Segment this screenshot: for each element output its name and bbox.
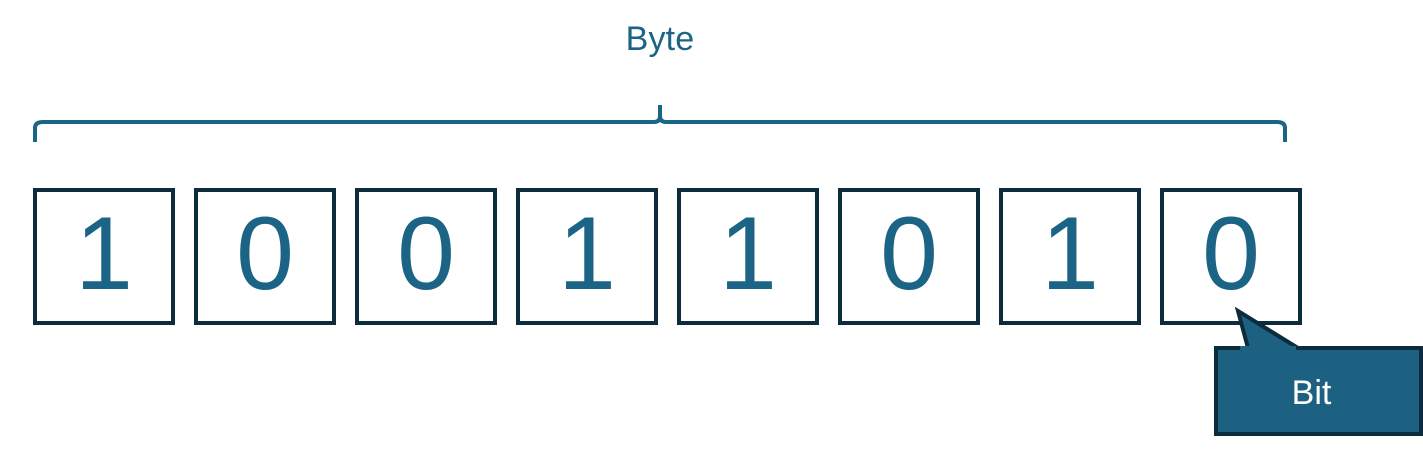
bit-value: 0	[397, 195, 455, 312]
callout-body	[1214, 346, 1423, 436]
bit-value: 1	[1041, 195, 1099, 312]
bit-cell-4[interactable]: 1	[677, 188, 819, 325]
bit-cell-1[interactable]: 0	[194, 188, 336, 325]
bit-value: 0	[880, 195, 938, 312]
bit-cell-7[interactable]: 0	[1160, 188, 1302, 325]
bit-value: 0	[236, 195, 294, 312]
callout-pointer-icon	[1234, 306, 1306, 350]
bit-cell-3[interactable]: 1	[516, 188, 658, 325]
bit-callout-label: Bit	[1291, 374, 1332, 412]
bit-cell-0[interactable]: 1	[33, 188, 175, 325]
bit-value: 1	[558, 195, 616, 312]
bit-value: 1	[719, 195, 777, 312]
byte-label: Byte	[625, 20, 695, 58]
bit-cell-5[interactable]: 0	[838, 188, 980, 325]
byte-span-brace	[33, 105, 1287, 142]
bit-cell-6[interactable]: 1	[999, 188, 1141, 325]
bit-value: 0	[1202, 195, 1260, 312]
bit-callout[interactable]: Bit	[1214, 303, 1423, 438]
bit-cell-2[interactable]: 0	[355, 188, 497, 325]
bit-row: 1 0 0 1 1 0 1 0	[33, 188, 1302, 325]
bit-callout-shape	[1214, 306, 1423, 436]
bit-value: 1	[75, 195, 133, 312]
